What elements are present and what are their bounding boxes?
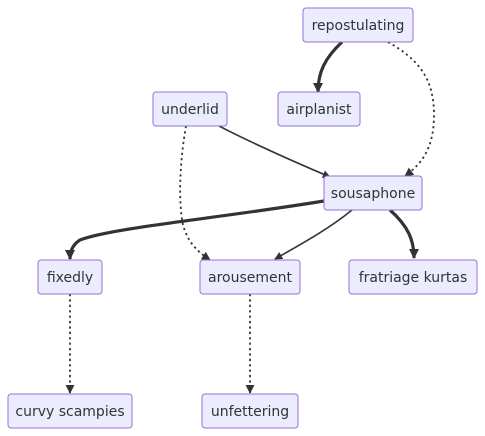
node-fixedly[interactable]: fixedly bbox=[37, 259, 103, 295]
node-label: fixedly bbox=[47, 270, 93, 286]
node-underlid[interactable]: underlid bbox=[152, 91, 228, 127]
node-box bbox=[37, 259, 103, 295]
edge-repostulating-airplanist bbox=[312, 40, 344, 94]
edge-sousaphone-fixedly bbox=[64, 199, 325, 261]
node-label: repostulating bbox=[312, 18, 405, 34]
node-curvy-scampies[interactable]: curvy scampies bbox=[7, 393, 133, 429]
node-box bbox=[302, 7, 414, 43]
node-fratriage-kurtas[interactable]: fratriage kurtas bbox=[348, 259, 478, 295]
node-box bbox=[152, 91, 228, 127]
node-unfettering[interactable]: unfettering bbox=[201, 393, 299, 429]
node-label: fratriage kurtas bbox=[359, 270, 468, 286]
edge-sousaphone-arousement bbox=[274, 209, 353, 260]
node-label: airplanist bbox=[286, 102, 352, 118]
node-label: curvy scampies bbox=[15, 404, 124, 420]
node-box bbox=[323, 175, 423, 211]
edges bbox=[64, 40, 435, 394]
edge-sousaphone-fratriage bbox=[388, 208, 420, 260]
node-label: underlid bbox=[161, 102, 219, 118]
edge-underlid-sousaphone bbox=[218, 125, 331, 178]
node-box bbox=[348, 259, 478, 295]
node-box bbox=[7, 393, 133, 429]
node-box bbox=[201, 393, 299, 429]
node-label: sousaphone bbox=[331, 186, 415, 202]
node-sousaphone[interactable]: sousaphone bbox=[323, 175, 423, 211]
node-box bbox=[277, 91, 361, 127]
node-repostulating[interactable]: repostulating bbox=[302, 7, 414, 43]
node-airplanist[interactable]: airplanist bbox=[277, 91, 361, 127]
node-box bbox=[199, 259, 301, 295]
node-arousement[interactable]: arousement bbox=[199, 259, 301, 295]
node-label: unfettering bbox=[211, 404, 289, 420]
edge-repostulating-sousaphone bbox=[387, 41, 435, 177]
node-label: arousement bbox=[208, 270, 292, 286]
edge-underlid-arousement bbox=[179, 125, 211, 261]
